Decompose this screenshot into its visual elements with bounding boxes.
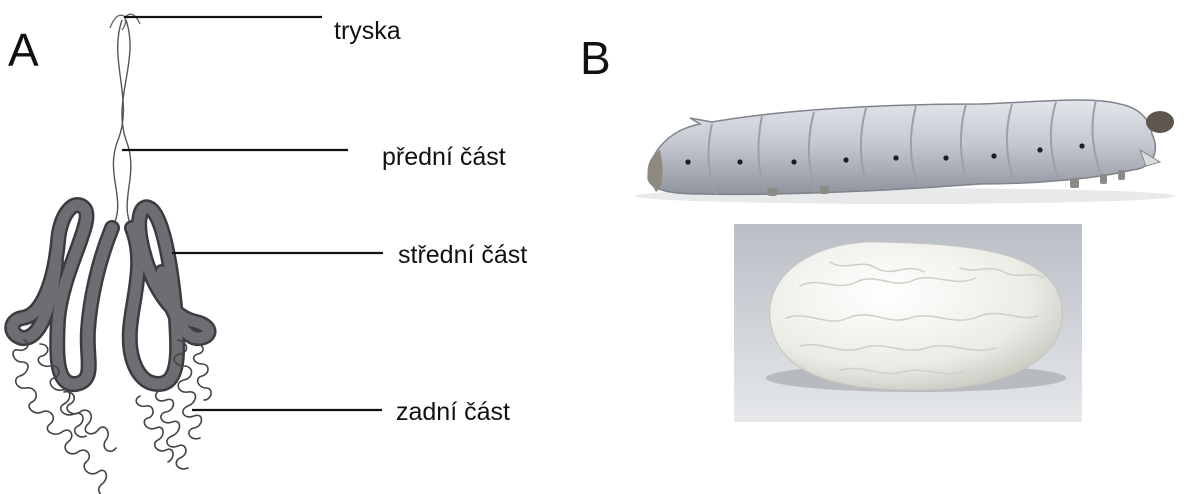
label-anterior: přední část [382, 143, 506, 171]
silkworm-larva-image [635, 100, 1175, 204]
panel-letter-a: A [8, 24, 39, 76]
middle-gland-left [12, 205, 112, 384]
middle-gland-right [130, 207, 209, 384]
label-posterior: zadní část [396, 398, 510, 426]
panel-a: A [8, 14, 527, 494]
label-nozzle: tryska [334, 17, 401, 45]
larva-head [1146, 111, 1174, 133]
panel-letter-b: B [580, 32, 611, 84]
label-middle: střední část [398, 241, 527, 269]
silk-cocoon-image [734, 224, 1082, 422]
panel-b: B [580, 32, 1175, 422]
anterior-duct-drawing [112, 20, 132, 228]
